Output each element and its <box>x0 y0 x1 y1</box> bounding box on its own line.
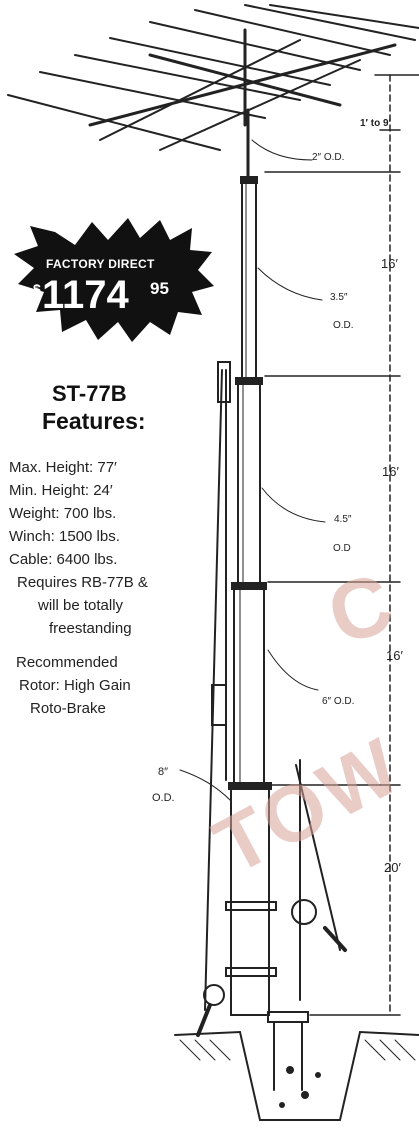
od-leaders <box>179 139 326 801</box>
price-cents: 95 <box>150 279 169 298</box>
recommendation-line-1: Recommended <box>16 654 118 671</box>
requirement-line-1: Requires RB-77B & <box>17 574 148 591</box>
od-6-label: 6″ O.D. <box>322 696 355 707</box>
price-burst <box>14 218 214 342</box>
tower-sections <box>230 179 270 1016</box>
recommendation-line-3: Roto-Brake <box>30 700 106 717</box>
feature-winch: Winch: 1500 lbs. <box>9 528 120 545</box>
antenna-array <box>88 28 397 127</box>
requirement-line-3: freestanding <box>49 620 132 637</box>
feature-max-height: Max. Height: 77′ <box>9 459 117 476</box>
product-model: ST-77B <box>52 381 127 406</box>
od-45-value: 4.5″ <box>334 514 352 525</box>
antenna-elements <box>7 4 419 151</box>
section-4-length: 20′ <box>384 860 401 875</box>
section-2-length: 16′ <box>382 464 399 479</box>
feature-min-height: Min. Height: 24′ <box>9 482 113 499</box>
od-8-value: 8″ <box>158 766 169 778</box>
price-dollar-sign: $ <box>33 281 41 297</box>
od-35-value: 3.5″ <box>330 292 348 303</box>
factory-direct-label: FACTORY DIRECT <box>46 257 155 271</box>
base-foundation <box>174 1011 419 1121</box>
od-35-unit: O.D. <box>333 320 354 331</box>
od-8-unit: O.D. <box>152 792 175 804</box>
price-amount: 1174 <box>42 273 129 317</box>
requirement-line-2: will be totally <box>38 597 124 614</box>
recommendation-line-2: Rotor: High Gain <box>19 677 131 694</box>
feature-weight: Weight: 700 lbs. <box>9 505 117 522</box>
features-heading: Features: <box>42 408 146 434</box>
feature-cable: Cable: 6400 lbs. <box>9 551 118 568</box>
dimension-line <box>264 74 419 1016</box>
section-3-length: 16′ <box>386 648 403 663</box>
winch-frame <box>196 361 347 1037</box>
section-collars <box>228 176 272 790</box>
od-2-label: 2″ O.D. <box>312 152 345 163</box>
section-1-length: 16′ <box>381 256 398 271</box>
top-range-label: 1′ to 9′ <box>360 118 391 129</box>
od-45-unit: O.D <box>333 543 351 554</box>
